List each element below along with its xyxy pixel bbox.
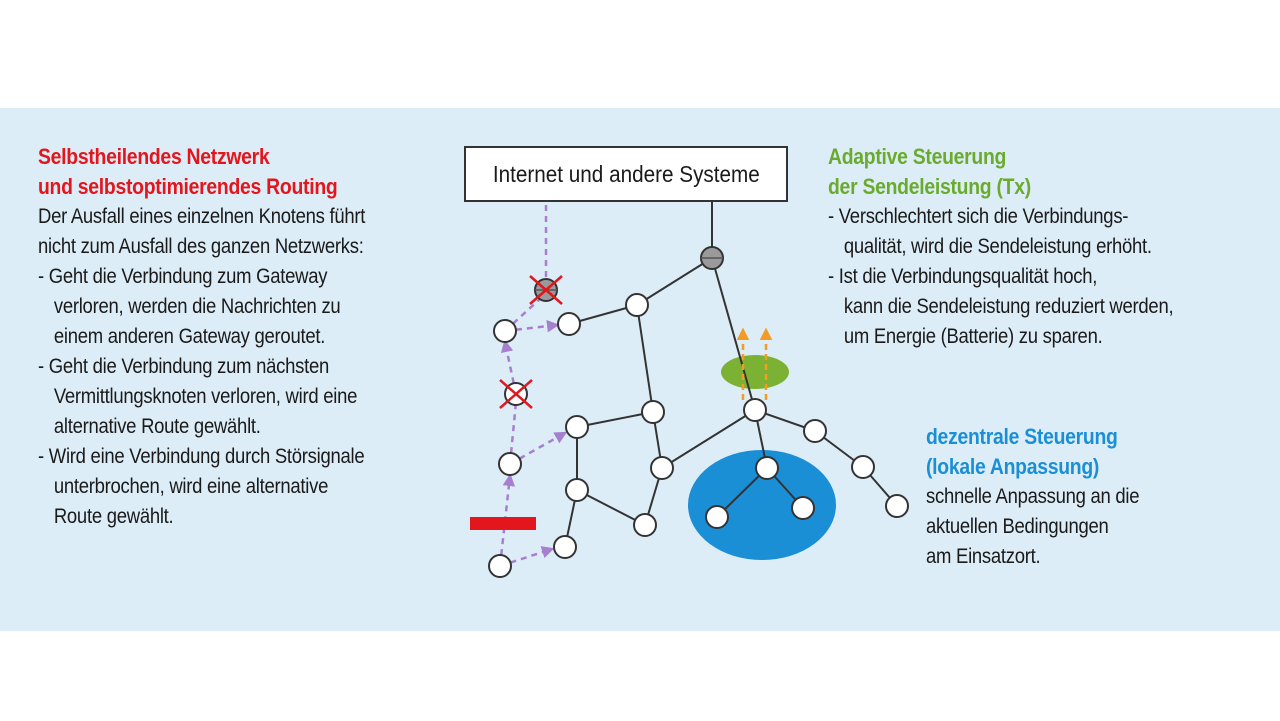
node	[743, 398, 767, 422]
right-top-title-line1: Adaptive Steuerung	[828, 144, 1007, 169]
node	[791, 496, 815, 520]
failure-marks	[499, 275, 563, 409]
node	[493, 319, 517, 343]
left-line: - Geht die Verbindung zum nächsten	[38, 355, 330, 378]
right-top-line: - Ist die Verbindungsqualität hoch,	[828, 265, 1098, 288]
left-line: - Wird eine Verbindung durch Störsignale	[38, 445, 365, 468]
local-control-area	[688, 450, 836, 560]
right-top-text-block: Adaptive Steuerung der Sendeleistung (Tx…	[828, 142, 1174, 352]
node	[565, 415, 589, 439]
internet-gateway-box: Internet und andere Systeme	[464, 146, 788, 202]
node	[625, 293, 649, 317]
left-line: einem anderen Gateway geroutet.	[53, 325, 326, 348]
tx-power-ellipse	[721, 355, 789, 389]
tx-power-arrows	[736, 327, 773, 400]
interference-bar	[470, 517, 536, 530]
node	[641, 400, 665, 424]
left-title-line2: und selbstoptimierendes Routing	[38, 174, 338, 199]
left-line: Der Ausfall eines einzelnen Knotens führ…	[38, 205, 366, 228]
node	[755, 456, 779, 480]
left-line: Vermittlungsknoten verloren, wird eine	[53, 385, 358, 408]
left-line: Route gewählt.	[53, 505, 174, 528]
node	[498, 452, 522, 476]
left-line: alternative Route gewählt.	[53, 415, 261, 438]
right-top-line: kann die Sendeleistung reduziert werden,	[843, 295, 1174, 318]
left-line: - Geht die Verbindung zum Gateway	[38, 265, 328, 288]
right-bottom-text-block: dezentrale Steuerung (lokale Anpassung) …	[926, 422, 1140, 572]
right-top-line: qualität, wird die Sendeleistung erhöht.	[843, 235, 1152, 258]
right-top-line: - Verschlechtert sich die Verbindungs-	[828, 205, 1129, 228]
node	[705, 505, 729, 529]
node	[553, 535, 577, 559]
left-title-line1: Selbstheilendes Netzwerk	[38, 144, 270, 169]
right-bottom-line: schnelle Anpassung an die	[926, 485, 1140, 508]
left-line: nicht zum Ausfall des ganzen Netzwerks:	[38, 235, 364, 258]
gateway-nodes	[534, 246, 724, 302]
node	[803, 419, 827, 443]
right-top-title-line2: der Sendeleistung (Tx)	[828, 174, 1031, 199]
internet-gateway-label: Internet und andere Systeme	[492, 160, 760, 187]
node	[851, 455, 875, 479]
right-top-line: um Energie (Batterie) zu sparen.	[843, 325, 1103, 348]
right-bottom-title-line1: dezentrale Steuerung	[926, 424, 1118, 449]
network-nodes	[488, 293, 909, 578]
node	[557, 312, 581, 336]
node	[650, 456, 674, 480]
right-bottom-line: am Einsatzort.	[926, 545, 1041, 568]
left-line: verloren, werden die Nachrichten zu	[53, 295, 341, 318]
node	[633, 513, 657, 537]
node	[885, 494, 909, 518]
node	[488, 554, 512, 578]
node	[565, 478, 589, 502]
right-bottom-line: aktuellen Bedingungen	[926, 515, 1109, 538]
left-line: unterbrochen, wird eine alternative	[53, 475, 329, 498]
right-bottom-title-line2: (lokale Anpassung)	[926, 454, 1100, 479]
left-text-block: Selbstheilendes Netzwerk und selbstoptim…	[38, 142, 365, 532]
